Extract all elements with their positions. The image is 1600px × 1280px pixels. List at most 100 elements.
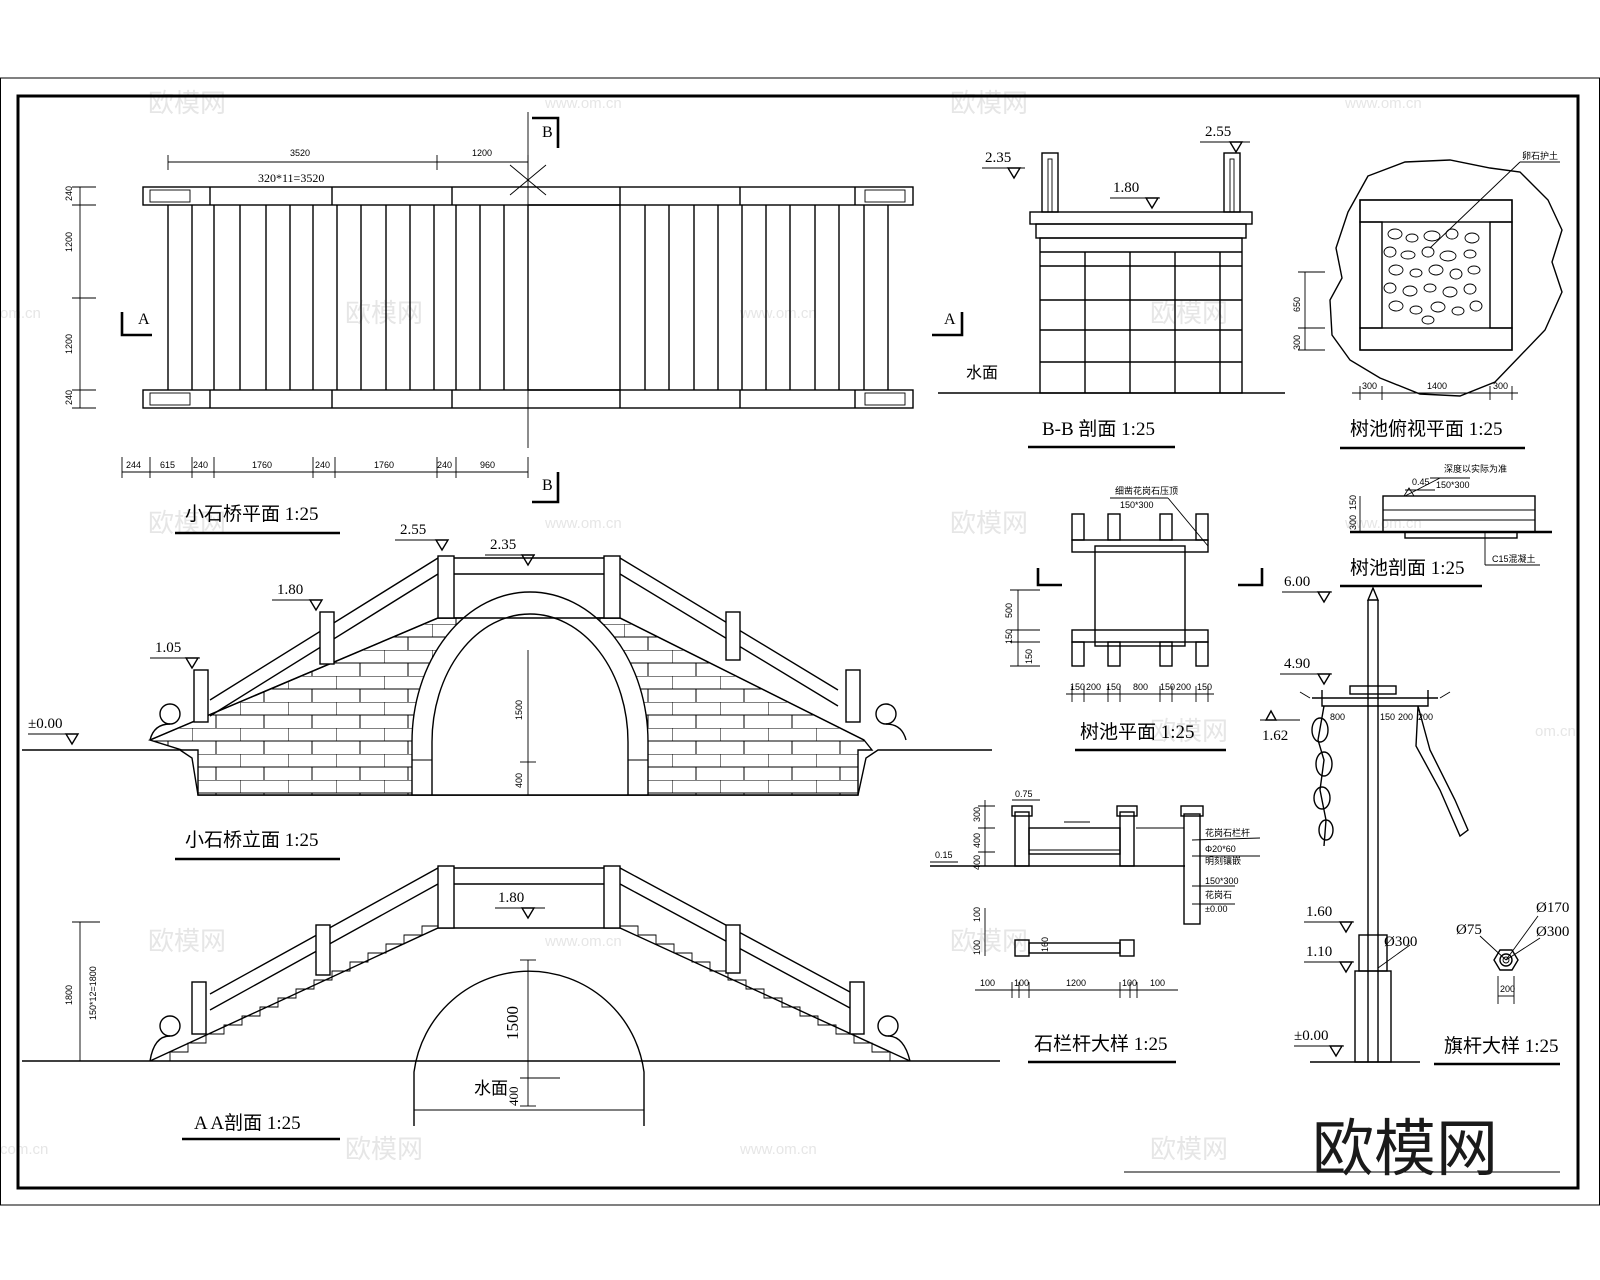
- watermark-url: om.cn: [1535, 723, 1576, 740]
- plan-dim-top: 3520: [290, 148, 310, 158]
- railing-left-dim: 100: [972, 940, 982, 955]
- level-marker: 1.80: [498, 890, 524, 906]
- watermark-logo: 欧模网: [345, 298, 423, 328]
- watermark-url: www.om.cn: [1344, 95, 1422, 112]
- plan-dim-bottom: 960: [480, 460, 495, 470]
- flagpole-dim: 800: [1330, 712, 1345, 722]
- title-tree-pit-section: 树池剖面 1:25: [1350, 557, 1465, 579]
- watermark-logo: 欧模网: [950, 926, 1028, 956]
- tree-pit-section-dim: 150*300: [1436, 480, 1470, 490]
- tree-pit-plan-bottom: 150: [1197, 682, 1212, 692]
- plan-dim-bottom: 1760: [374, 460, 394, 470]
- railing-left-dim: 400: [972, 855, 982, 870]
- watermark-url: www.om.cn: [544, 95, 622, 112]
- title-plan: 小石桥平面 1:25: [185, 503, 319, 525]
- railing-note: ±0.00: [1205, 904, 1227, 914]
- tree-pit-plan-bottom: 150: [1070, 682, 1085, 692]
- railing-note: 花岗石: [1205, 889, 1232, 900]
- railing-note: 明刻镶嵌: [1205, 855, 1241, 866]
- watermark-url: www.om.cn: [544, 515, 622, 532]
- tree-pit-section-left: 300: [1348, 515, 1358, 530]
- section-marker-b-top: [532, 116, 560, 148]
- tree-pit-plan-left: 500: [1004, 603, 1014, 618]
- plan-dim-left: 240: [64, 186, 74, 201]
- watermark-url: www.om.cn: [739, 1141, 817, 1158]
- plan-dim-left: 1200: [64, 334, 74, 354]
- title-section-bb: B-B 剖面 1:25: [1042, 418, 1155, 440]
- watermark-url: www.om.cn: [739, 305, 817, 322]
- section-marker-a-left: [120, 312, 152, 337]
- railing-bottom-dim: 100: [1150, 978, 1165, 988]
- aa-dim-left: 1800: [64, 985, 74, 1005]
- bridge-section-bb: 2.35 2.55 1.80 水面 B-B 剖面 1:25: [938, 124, 1285, 449]
- level-marker: 6.00: [1284, 574, 1310, 590]
- flagpole-dim: 200: [1398, 712, 1413, 722]
- section-marker-b-label: B: [542, 124, 553, 141]
- level-marker: 2.35: [490, 537, 516, 553]
- section-marker-a-label: A: [944, 311, 956, 328]
- railing-level: 0.75: [1015, 789, 1033, 799]
- plan-dim-bottom: 240: [193, 460, 208, 470]
- tree-pit-section-left: 150: [1348, 495, 1358, 510]
- flagpole-detail: 800 150 200 200 6.00 4.90 1.62 1.60 1.10…: [1260, 574, 1569, 1066]
- railing-left-dim: 400: [972, 833, 982, 848]
- tree-pit-plan-bottom: 200: [1086, 682, 1101, 692]
- bb-masonry-grid: [1040, 251, 1242, 393]
- aa-water-dim: 400: [506, 1087, 521, 1107]
- tree-pit-top-dim: 300: [1493, 381, 1508, 391]
- railing-bottom-dim: 1200: [1066, 978, 1086, 988]
- railing-left-dim: 100: [972, 907, 982, 922]
- tree-pit-section-note: 深度以实际为准: [1444, 463, 1507, 474]
- plan-dim-bottom: 615: [160, 460, 175, 470]
- railing-detail: 花岗石栏杆 Φ20*60 明刻镶嵌 150*300 花岗石 ±0.00 0.75…: [930, 789, 1261, 1064]
- tree-pit-top-dim: 1400: [1427, 381, 1447, 391]
- title-railing-detail: 石栏杆大样 1:25: [1034, 1033, 1168, 1055]
- tree-pit-top-dim: 650: [1292, 297, 1302, 312]
- flagpole-dim: 200: [1418, 712, 1433, 722]
- aa-water-label: 水面: [474, 1079, 508, 1098]
- title-flagpole-detail: 旗杆大样 1:25: [1444, 1035, 1559, 1057]
- sheet-inner-frame: [16, 94, 1580, 1190]
- railing-note: Φ20*60: [1205, 844, 1236, 854]
- watermark-layer: 欧模网 欧模网 欧模网 欧模网 欧模网 欧模网 欧模网 欧模网 欧模网 欧模网 …: [0, 88, 1576, 1164]
- cobblestone-fill: [1383, 228, 1483, 325]
- elevation-dim: 400: [514, 773, 524, 788]
- tree-pit-plan-note: 细凿花岗石压顶: [1115, 485, 1178, 496]
- tree-pit-section: 0.45 深度以实际为准 150*300 150 300 C15混凝土 树池剖面…: [1340, 463, 1552, 588]
- flagpole-diameter: Ø170: [1536, 900, 1569, 916]
- watermark-logo: 欧模网: [950, 508, 1028, 538]
- flagpole-chain: [1311, 705, 1334, 847]
- title-tree-pit-plan: 树池平面 1:25: [1080, 721, 1195, 743]
- bridge-section-aa: 1.80 1800 150*12=1800 1500 水面 400 A A剖面 …: [22, 865, 1000, 1141]
- railing-bottom-dim: 100: [980, 978, 995, 988]
- aa-dim-left2: 150*12=1800: [88, 966, 98, 1020]
- railing-bottom-dim: 100: [1122, 978, 1137, 988]
- flagpole-diameter: Ø75: [1456, 922, 1482, 938]
- tree-pit-top-dim: 300: [1362, 381, 1377, 391]
- level-marker: 2.55: [400, 522, 426, 538]
- plan-dim-bottom: 240: [315, 460, 330, 470]
- tree-pit-top-view: 卵石护土 650 300 300 1400 300 树池俯视平面 1:25: [1292, 150, 1563, 450]
- tree-pit-top-note: 卵石护土: [1522, 150, 1558, 161]
- level-marker: ±0.00: [28, 716, 62, 732]
- plan-dim-top: 1200: [472, 148, 492, 158]
- flagpole-base-dim: 200: [1500, 984, 1515, 994]
- section-marker-b-label: B: [542, 477, 553, 494]
- tree-pit-plan-left: 150: [1004, 629, 1014, 644]
- deck-boards-right: [619, 205, 865, 390]
- tree-pit-section-level: 0.45: [1412, 477, 1430, 487]
- watermark-url: www.om.cn: [544, 933, 622, 950]
- watermark-logo: 欧模网: [1150, 298, 1228, 328]
- flagpole-diameter: Ø300: [1536, 924, 1569, 940]
- bridge-plan-view: B B A A 3520 1200 320*11=3520 240 1200 1…: [64, 112, 964, 535]
- tree-pit-plan-left: 150: [1024, 649, 1034, 664]
- section-marker-a-label: A: [138, 311, 150, 328]
- elevation-level-markers: 1.05 1.80 2.55 2.35 ±0.00: [28, 522, 536, 746]
- watermark-logo: 欧模网: [950, 88, 1028, 118]
- railing-note: 150*300: [1205, 876, 1239, 886]
- flagpole-base-section: Ø75 Ø170 Ø300 200: [1456, 900, 1569, 1004]
- elevation-dim: 1500: [514, 700, 524, 720]
- plan-dim-left: 240: [64, 390, 74, 405]
- level-marker: 1.60: [1306, 904, 1332, 920]
- level-marker: 1.05: [155, 640, 181, 656]
